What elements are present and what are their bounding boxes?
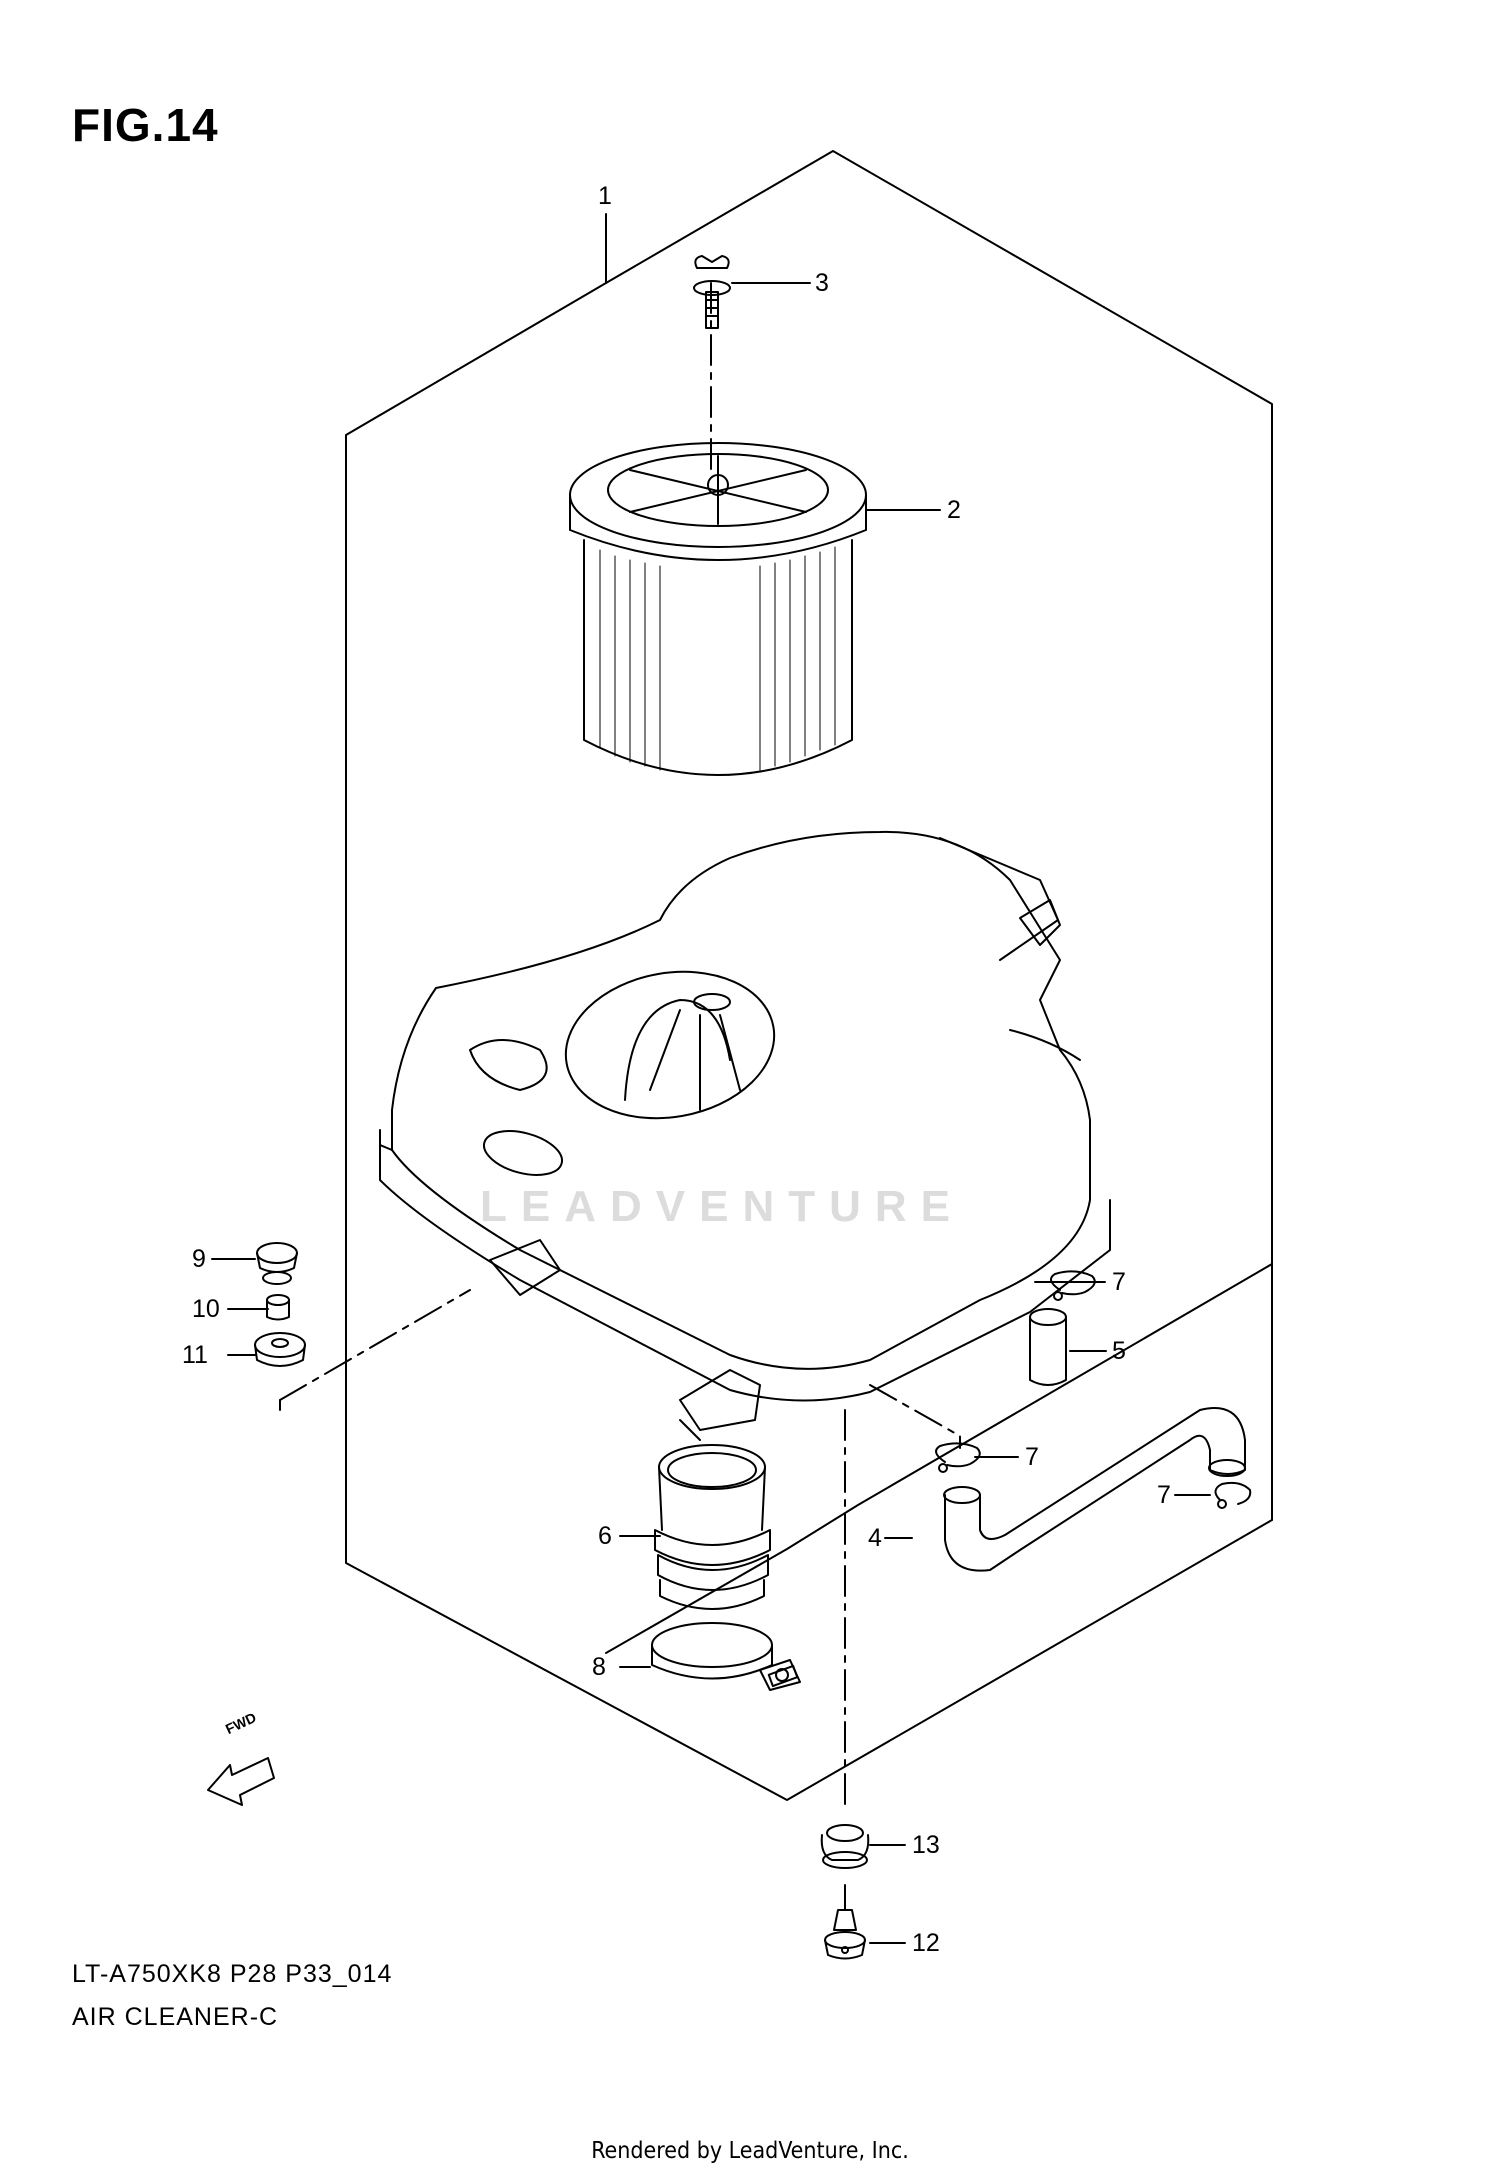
watermark: LEADVENTURE [480,1182,965,1231]
callout-9: 9 [192,1245,206,1273]
grommet-11 [254,1332,306,1367]
callout-7b: 7 [1025,1443,1039,1471]
callout-8: 8 [592,1653,606,1681]
drain-plug-12 [824,1884,866,1960]
clamp-7c [1214,1481,1252,1509]
hose-5 [1029,1308,1067,1386]
callout-1: 1 [598,182,612,210]
callout-3: 3 [815,269,829,297]
assembly-boundary-left [345,282,1008,1801]
callout-10: 10 [192,1295,220,1323]
clamp-band-8 [651,1622,801,1691]
collar-10 [266,1294,290,1321]
air-filter-element [569,442,867,776]
callout-13: 13 [912,1831,940,1859]
render-credit: Rendered by LeadVenture, Inc. [591,2138,909,2164]
hose-4 [943,1407,1246,1572]
bolt-9 [256,1242,298,1285]
callout-12: 12 [912,1929,940,1957]
figure-title: FIG.14 [72,99,219,151]
callout-7a: 7 [1112,1268,1126,1296]
callout-11: 11 [182,1341,208,1369]
joint-6 [654,1444,771,1610]
callout-5: 5 [1112,1337,1126,1365]
clamp-7a [1050,1270,1096,1301]
callout-4: 4 [868,1524,882,1552]
clamp-7b [935,1442,981,1473]
callout-2: 2 [947,496,961,524]
assembly-name: AIR CLEANER-C [72,2003,279,2031]
fwd-arrow-icon [207,1757,275,1806]
callout-7c: 7 [1157,1481,1171,1509]
model-code: LT-A750XK8 P28 P33_014 [72,1960,393,1988]
air-cleaner-case [379,830,1111,1441]
callout-6: 6 [598,1522,612,1550]
grommet-13 [820,1824,870,1869]
wing-bolt [693,255,731,329]
